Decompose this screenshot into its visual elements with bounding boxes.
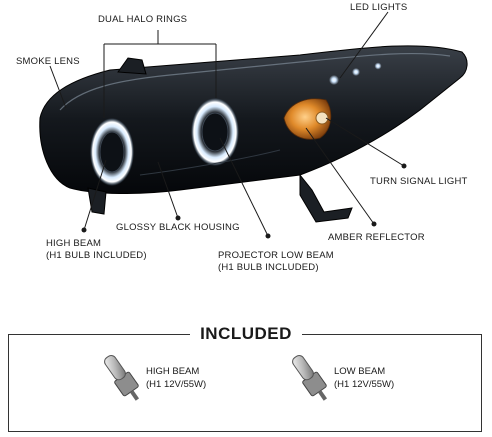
leader-endpoints [81,163,407,239]
leader-projector-low-beam [219,137,269,237]
label-amber-reflector: AMBER REFLECTOR [328,232,425,243]
led-light-3 [374,62,382,70]
housing-inner-contour [139,149,281,176]
leader-turn-signal [325,117,405,167]
led-light-1 [329,75,339,85]
high-beam-reflector [99,131,125,173]
included-low-beam-spec: (H1 12V/55W) [334,379,395,390]
label-turn-signal-light: TURN SIGNAL LIGHT [370,176,468,187]
leader-led-lights [339,11,389,79]
headlight-assembly [39,45,468,223]
leader-dual-halo [103,30,217,118]
included-title: INCLUDED [190,322,302,346]
leader-dot-high-beam [81,227,87,233]
bulb-glass-low [292,355,314,381]
included-high-beam-label: HIGH BEAM [146,366,200,377]
bulb-illustration-low [292,355,328,401]
leader-dot-housing [175,215,181,221]
bulb-illustration-high [104,355,140,401]
label-led-lights: LED LIGHTS [350,2,408,13]
label-high-beam-sub: (H1 BULB INCLUDED) [46,250,147,261]
led-light-2 [352,68,360,76]
mounting-tab-top [117,57,147,75]
bulb-glass-high [104,355,126,381]
leader-dot-amber [371,221,377,227]
included-low-beam-label: LOW BEAM [334,366,386,377]
mounting-tab-left [87,187,107,215]
leader-lines [49,11,405,237]
leader-dot-turn-signal [401,163,407,169]
lens-edge-highlight [59,52,451,111]
included-panel [8,334,482,432]
included-high-beam-spec: (H1 12V/55W) [146,379,207,390]
bulb-pin-high [129,390,140,401]
label-projector-low-beam-sub: (H1 BULB INCLUDED) [218,262,319,273]
headlight-housing [39,45,468,195]
label-high-beam: HIGH BEAM [46,238,102,249]
leader-glossy-housing [157,161,179,219]
label-projector-low-beam: PROJECTOR LOW BEAM [218,250,334,261]
leader-smoke-lens [49,65,67,109]
mounting-tab-bottom [299,173,353,223]
label-glossy-black-housing: GLOSSY BLACK HOUSING [116,222,240,233]
label-smoke-lens: SMOKE LENS [16,56,80,67]
leader-dot-projector [265,233,271,239]
leader-amber-reflector [305,127,375,225]
leader-high-beam [83,159,107,231]
turn-signal-bulb [315,111,329,125]
label-dual-halo-rings: DUAL HALO RINGS [98,14,188,25]
bulb-pin-low [317,390,328,401]
